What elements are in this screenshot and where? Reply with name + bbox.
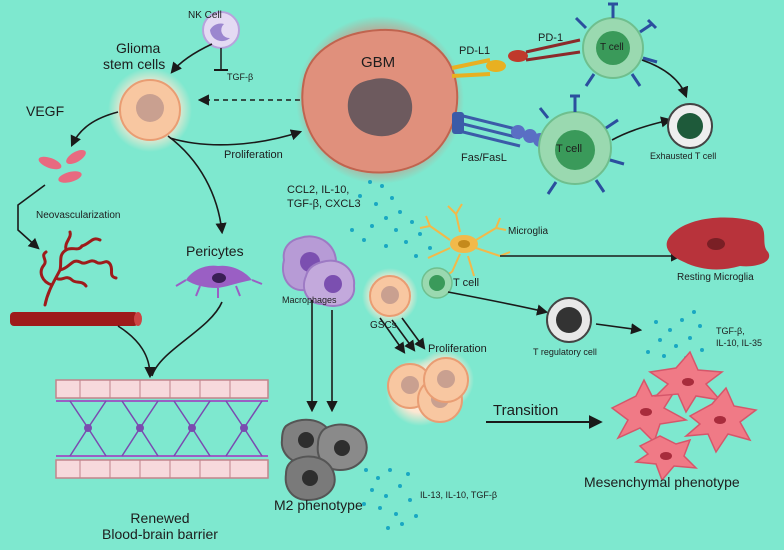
treg-cytokines-line1: TGF-β,: [716, 326, 745, 336]
pericytes-label: Pericytes: [186, 243, 244, 259]
arrow-gsc-to-vegf: [70, 111, 119, 148]
gsc-middle: [362, 268, 418, 324]
neovascularization-label: Neovascularization: [36, 210, 121, 221]
pericyte-cell: [175, 265, 263, 298]
resting-microglia-label: Resting Microglia: [677, 272, 754, 283]
cytokine-dots-top: [350, 180, 432, 258]
tgf-beta-label: TGF-β: [227, 72, 254, 82]
gscs-label: GSCs: [370, 320, 397, 331]
cytokines-top-line2: TGF-β, CXCL3: [287, 198, 361, 210]
fas-fasl-label: Fas/FasL: [461, 152, 507, 164]
cytokines-top-line1: CCL2, IL-10,: [287, 184, 350, 196]
exhausted-t-cell: [667, 103, 713, 149]
nk-cell: [202, 11, 240, 49]
glioma-label-line2: stem cells: [103, 56, 166, 72]
glioma-label-line1: Glioma: [116, 40, 161, 56]
macrophage-cells: [282, 235, 356, 307]
m2-phenotype-label: M2 phenotype: [274, 497, 363, 513]
mesenchymal-cells: [610, 350, 758, 482]
arrow-gsc-prolif-a: [379, 317, 406, 354]
vegf-label: VEGF: [26, 103, 65, 119]
arrow-treg-to-cytokines: [595, 323, 643, 335]
exhausted-t-cell-label: Exhausted T cell: [650, 151, 717, 161]
arrow-tcellmid-to-exhausted: [611, 116, 673, 141]
arrow-gsc-to-pericytes: [167, 135, 227, 235]
glioma-stem-cell: [108, 68, 192, 152]
t-cell-top: [574, 2, 658, 87]
renewed-label: Renewed: [130, 510, 190, 526]
t-regulatory-cell: [546, 297, 592, 343]
vegf-molecules: [38, 150, 86, 183]
m2-cytokines-label: IL-13, IL-10, TGF-β: [420, 490, 498, 500]
t-cell-low: [421, 267, 453, 299]
blood-brain-barrier: [55, 379, 269, 479]
bbb-label: Blood-brain barrier: [102, 526, 218, 542]
transition-label: Transition: [493, 402, 559, 419]
t-cell-mid: [538, 94, 625, 195]
arrow-gsc-prolif-c: [401, 317, 426, 350]
t-cell-mid-label: T cell: [556, 143, 583, 155]
m2-macrophages: [280, 418, 368, 502]
treg-cytokine-dots: [646, 310, 704, 360]
arrow-pericytes-to-bbb: [151, 301, 223, 377]
arrow-gsc-prolif-b: [391, 319, 416, 352]
proliferation-low-label: Proliferation: [428, 343, 487, 355]
t-cell-top-label: T cell: [600, 42, 624, 53]
t-regulatory-cell-label: T regulatory cell: [533, 347, 597, 357]
arrow-nk-to-gsc: [170, 43, 213, 74]
arrow-tcell-to-exhausted: [641, 59, 689, 99]
arrow-vessel-to-bbb: [117, 325, 156, 379]
blood-vessel-network: [39, 230, 118, 307]
arrow-tcell-to-treg: [447, 291, 549, 316]
proliferation-top-label: Proliferation: [224, 149, 283, 161]
pd-1-label: PD-1: [538, 32, 564, 44]
mesenchymal-nuclei: [640, 378, 726, 460]
t-cell-low-label: T cell: [453, 277, 480, 289]
gbm-label: GBM: [361, 54, 396, 71]
microglia-cell: [419, 203, 511, 277]
neovascularization-path: [17, 184, 46, 250]
nk-cell-label: NK Cell: [188, 10, 222, 21]
arrow-proliferation: [169, 129, 303, 146]
pd-l1-receptor: [451, 58, 506, 78]
resting-microglia-cell: [666, 217, 770, 270]
gsc-proliferation-cluster: [386, 350, 474, 426]
microglia-label: Microglia: [508, 226, 549, 237]
treg-cytokines-line2: IL-10, IL-35: [716, 338, 763, 348]
macrophages-label: Macrophages: [282, 295, 337, 305]
blood-vessel: [10, 312, 138, 326]
m2-cytokine-dots: [362, 468, 418, 530]
blood-vessel-end: [134, 312, 142, 326]
fas-fasl-receptor: [452, 112, 547, 148]
pd-1-receptor: [508, 38, 581, 62]
mesenchymal-phenotype-label: Mesenchymal phenotype: [584, 474, 740, 490]
gbm-tumor: [296, 16, 464, 184]
pd-l1-label: PD-L1: [459, 45, 491, 57]
